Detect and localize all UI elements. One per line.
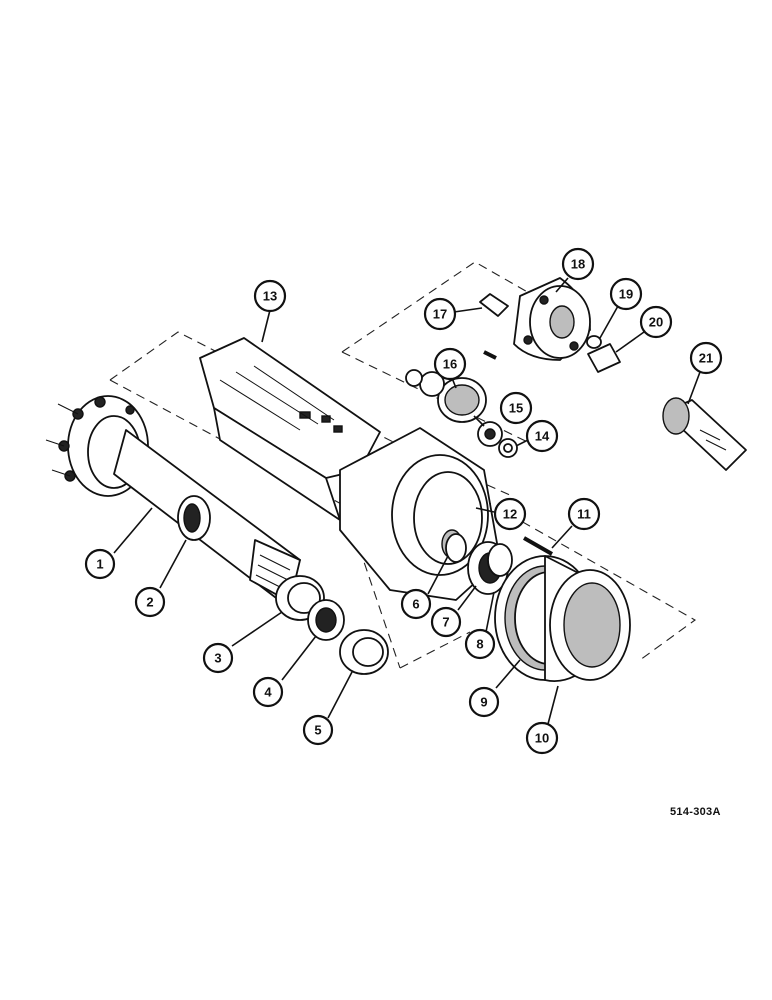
callout-4: 4 (252, 676, 284, 708)
callout-21-label: 21 (699, 351, 713, 366)
callout-16: 16 (433, 347, 467, 381)
leader-lines (113, 277, 701, 725)
callout-17-label: 17 (433, 307, 447, 322)
callout-3: 3 (202, 642, 234, 674)
drawing-reference-code: 514-303A (670, 806, 721, 818)
thrust-washer-part (498, 438, 518, 458)
callout-10-label: 10 (535, 731, 549, 746)
callout-8: 8 (464, 628, 496, 660)
sun-gear-shaft-part (662, 397, 747, 471)
callout-18: 18 (561, 247, 595, 281)
callout-16-label: 16 (443, 357, 457, 372)
callout-2: 2 (134, 586, 166, 618)
callout-1: 1 (84, 548, 116, 580)
callout-13-label: 13 (263, 289, 277, 304)
callout-11-label: 11 (577, 507, 591, 522)
callout-19: 19 (609, 277, 643, 311)
needle-bearing-part (477, 421, 503, 447)
callout-19-label: 19 (619, 287, 633, 302)
callout-10: 10 (525, 721, 559, 755)
callout-14: 14 (525, 419, 559, 453)
callout-5-label: 5 (314, 723, 321, 738)
dowel-pin-part (523, 536, 553, 556)
callout-15-label: 15 (509, 401, 523, 416)
axle-shaft-part (45, 395, 301, 605)
callout-20-label: 20 (649, 315, 663, 330)
callout-11: 11 (567, 497, 601, 531)
callout-7-label: 7 (442, 615, 449, 630)
callout-21: 21 (689, 341, 723, 375)
tapered-bearing-part (307, 599, 345, 641)
gear-housing-part (544, 555, 631, 682)
bearing-cup-outer-part (339, 629, 389, 675)
callout-13: 13 (253, 279, 287, 313)
callout-1-label: 1 (96, 557, 103, 572)
callout-8-label: 8 (476, 637, 483, 652)
callout-14-label: 14 (535, 429, 550, 444)
callout-4-label: 4 (264, 685, 272, 700)
planet-carrier-part (513, 277, 591, 361)
planet-pin-part (479, 293, 509, 360)
callout-5: 5 (302, 714, 334, 746)
callout-6: 6 (400, 588, 432, 620)
planet-gear-part (405, 369, 487, 423)
inner-bearing-part (467, 541, 513, 595)
callout-2-label: 2 (146, 595, 153, 610)
callout-9-label: 9 (480, 695, 487, 710)
callout-18-label: 18 (571, 257, 585, 272)
callout-15: 15 (499, 391, 533, 425)
callout-17: 17 (423, 297, 457, 331)
callout-12-label: 12 (503, 507, 517, 522)
oil-seal-part (445, 533, 467, 563)
callout-9: 9 (468, 686, 500, 718)
retaining-washer-part (586, 335, 602, 349)
callout-20: 20 (639, 305, 673, 339)
callout-7: 7 (430, 606, 462, 638)
callout-3-label: 3 (214, 651, 221, 666)
callout-12: 12 (493, 497, 527, 531)
callout-6-label: 6 (412, 597, 419, 612)
cover-plate-part (587, 343, 621, 373)
